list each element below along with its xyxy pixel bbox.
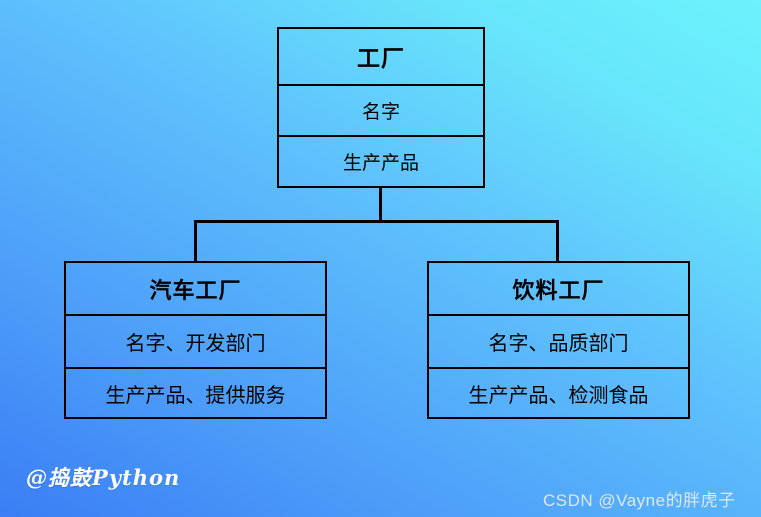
watermark-author: @捣鼓Python bbox=[26, 465, 181, 490]
class-operations-child-beverage-factory: 生产产品、检测食品 bbox=[429, 367, 688, 417]
class-attributes-child-beverage-factory: 名字、品质部门 bbox=[429, 314, 688, 367]
watermark-csdn: CSDN @Vayne的胖虎子 bbox=[543, 491, 736, 510]
connector-horizontal-bar bbox=[194, 220, 559, 223]
class-name-child-beverage-factory: 饮料工厂 bbox=[512, 277, 605, 303]
class-operations-child-car-factory: 生产产品、提供服务 bbox=[66, 367, 325, 417]
connector-drop-right bbox=[556, 220, 559, 261]
class-attributes-child-car-factory: 名字、开发部门 bbox=[66, 314, 325, 367]
connector-drop-left bbox=[194, 220, 197, 261]
class-name-parent: 工厂 bbox=[357, 45, 405, 72]
class-operations-parent: 生产产品 bbox=[279, 135, 483, 186]
class-attributes-parent: 名字 bbox=[279, 83, 483, 136]
class-name-child-car-factory: 汽车工厂 bbox=[149, 277, 242, 303]
connector-stem-vertical bbox=[379, 188, 382, 223]
class-box-parent: 工厂 名字 生产产品 bbox=[277, 27, 485, 188]
class-box-child-beverage-factory: 饮料工厂 名字、品质部门 生产产品、检测食品 bbox=[427, 261, 690, 419]
class-box-child-car-factory: 汽车工厂 名字、开发部门 生产产品、提供服务 bbox=[64, 261, 327, 419]
